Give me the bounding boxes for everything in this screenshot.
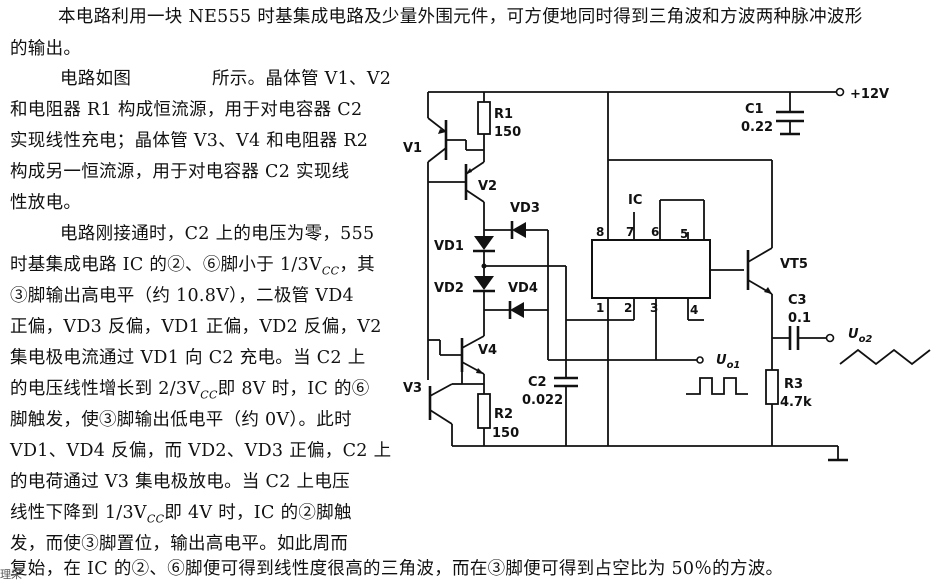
paragraph-3-line-10a: 线性下降到 1/3V bbox=[10, 503, 147, 523]
paragraph-3-line-6b: 即 8V 时，IC 的⑥ bbox=[217, 379, 370, 399]
square-wave-icon bbox=[686, 377, 748, 395]
vd1-triangle bbox=[474, 236, 494, 250]
v1-label: V1 bbox=[403, 141, 422, 156]
v2-emitter-arrow bbox=[466, 168, 472, 174]
uo1-terminal bbox=[696, 356, 704, 364]
paragraph-3-line-8: VD1、VD4 反偏，而 VD2、VD3 正偏，C2 上 bbox=[10, 441, 392, 461]
r2-body bbox=[477, 393, 491, 429]
v1-emitter bbox=[427, 117, 447, 133]
vt5-label: VT5 bbox=[780, 257, 808, 272]
paragraph-3-line-10b: 即 4V 时，IC 的②脚触 bbox=[164, 503, 352, 523]
paragraph-3-line-3: ③脚输出高电平（约 10.8V），二极管 VD4 bbox=[10, 286, 354, 306]
r3-body bbox=[765, 369, 779, 405]
pin1-number: 1 bbox=[596, 301, 604, 315]
v2-label: V2 bbox=[478, 179, 497, 194]
uo2-terminal bbox=[825, 333, 835, 343]
r1-body bbox=[477, 101, 491, 135]
v4-collector bbox=[461, 335, 485, 349]
paragraph-1-line-1: 本电路利用一块 NE555 时基集成电路及少量外围元件，可方便地同时得到三角波和… bbox=[58, 7, 863, 27]
paragraph-3-line-2-end: ，其 bbox=[339, 255, 375, 275]
pin5-number: 5 bbox=[680, 227, 688, 241]
pin4-number: 4 bbox=[690, 303, 698, 317]
vd2-label: VD2 bbox=[434, 281, 464, 296]
pin8-number: 8 bbox=[596, 225, 604, 239]
pin2-number: 2 bbox=[624, 301, 632, 315]
vt5-emitter-arrow bbox=[764, 287, 772, 294]
paragraph-2-line-1a: 电路如图 bbox=[60, 69, 132, 89]
footer-watermark: 理采 bbox=[0, 568, 22, 581]
r3-name: R3 bbox=[784, 377, 803, 392]
paragraph-2-line-5: 性放电。 bbox=[10, 193, 82, 213]
vd2-triangle bbox=[474, 276, 494, 290]
ic-label: IC bbox=[628, 193, 642, 208]
v3-collector bbox=[429, 383, 453, 397]
paragraph-2-line-3: 实现线性充电；晶体管 V3、V4 和电阻器 R2 bbox=[10, 131, 369, 151]
ic-555-box bbox=[591, 239, 711, 299]
v1-collector bbox=[427, 147, 447, 163]
vt5-collector bbox=[747, 247, 773, 263]
vcc-subscript: CC bbox=[321, 264, 340, 278]
paragraph-3-line-5: 集电极电流通过 VD1 向 C2 充电。当 C2 上 bbox=[10, 348, 366, 368]
vd1-label: VD1 bbox=[434, 239, 464, 254]
triangle-wave-icon bbox=[839, 348, 931, 366]
paragraph-3-line-10: 线性下降到 1/3VCC即 4V 时，IC 的②脚触 bbox=[10, 500, 352, 533]
v3-label: V3 bbox=[403, 381, 422, 396]
c3-name: C3 bbox=[788, 293, 807, 308]
c2-name: C2 bbox=[528, 375, 547, 390]
r1-value: 150 bbox=[494, 125, 521, 140]
uo2-label: Uo2 bbox=[848, 327, 872, 345]
v1-emitter-arrow bbox=[438, 129, 446, 134]
paragraph-3-line-12: 复始，在 IC 的②、⑥脚便可得到线性度很高的三角波，而在③脚便可得到占空比为 … bbox=[10, 559, 784, 579]
vd4-triangle bbox=[510, 302, 524, 318]
paragraph-3-line-2-text: 时基集成电路 IC 的②、⑥脚小于 1/3V bbox=[10, 255, 322, 275]
vd3-triangle bbox=[512, 222, 526, 238]
r2-name: R2 bbox=[494, 407, 513, 422]
c3-value: 0.1 bbox=[788, 311, 811, 326]
pin7-number: 7 bbox=[626, 225, 634, 239]
v4-label: V4 bbox=[478, 343, 497, 358]
supply-terminal bbox=[835, 87, 845, 97]
paragraph-1-line-2: 的输出。 bbox=[10, 39, 82, 59]
v4-emitter-arrow bbox=[476, 368, 484, 374]
paragraph-3-line-1: 电路刚接通时，C2 上的电压为零，555 bbox=[60, 224, 375, 244]
paragraph-3-line-4: 正偏，VD3 反偏，VD1 正偏，VD2 反偏，V2 bbox=[10, 317, 382, 337]
vd4-label: VD4 bbox=[508, 281, 538, 296]
paragraph-3-line-6: 的电压线性增长到 2/3VCC即 8V 时，IC 的⑥ bbox=[10, 376, 370, 409]
paragraph-3-line-7: 脚触发，使③脚输出低电平（约 0V）。此时 bbox=[10, 410, 352, 430]
paragraph-3-line-2: 时基集成电路 IC 的②、⑥脚小于 1/3VCC，其 bbox=[10, 252, 375, 285]
paragraph-3-line-6a: 的电压线性增长到 2/3V bbox=[10, 379, 201, 399]
uo1-label: Uo1 bbox=[716, 353, 740, 371]
supply-label: +12V bbox=[850, 87, 889, 102]
vcc-subscript: CC bbox=[200, 388, 218, 402]
paragraph-2-line-4: 构成另一恒流源，用于对电容器 C2 实现线 bbox=[10, 162, 350, 182]
paragraph-2-line-2: 和电阻器 R1 构成恒流源，用于对电容器 C2 bbox=[10, 100, 363, 120]
vd3-label: VD3 bbox=[510, 201, 540, 216]
pin6-number: 6 bbox=[651, 225, 659, 239]
r1-name: R1 bbox=[494, 107, 513, 122]
v2-collector bbox=[465, 189, 485, 203]
c2-value: 0.022 bbox=[522, 393, 563, 408]
c1-value: 0.22 bbox=[741, 120, 773, 135]
pin3-number: 3 bbox=[650, 301, 658, 315]
vcc-subscript: CC bbox=[146, 512, 165, 526]
paragraph-3-line-9: 的电荷通过 V3 集电极放电。当 C2 上电压 bbox=[10, 472, 350, 492]
v3-emitter bbox=[429, 409, 453, 425]
c1-name: C1 bbox=[745, 102, 764, 117]
paragraph-2-line-1b: 所示。晶体管 V1、V2 bbox=[212, 69, 392, 89]
r3-value: 4.7k bbox=[780, 395, 812, 410]
r2-value: 150 bbox=[492, 426, 519, 441]
paragraph-3-line-11: 发，而使③脚置位，输出高电平。如此周而 bbox=[10, 534, 349, 554]
